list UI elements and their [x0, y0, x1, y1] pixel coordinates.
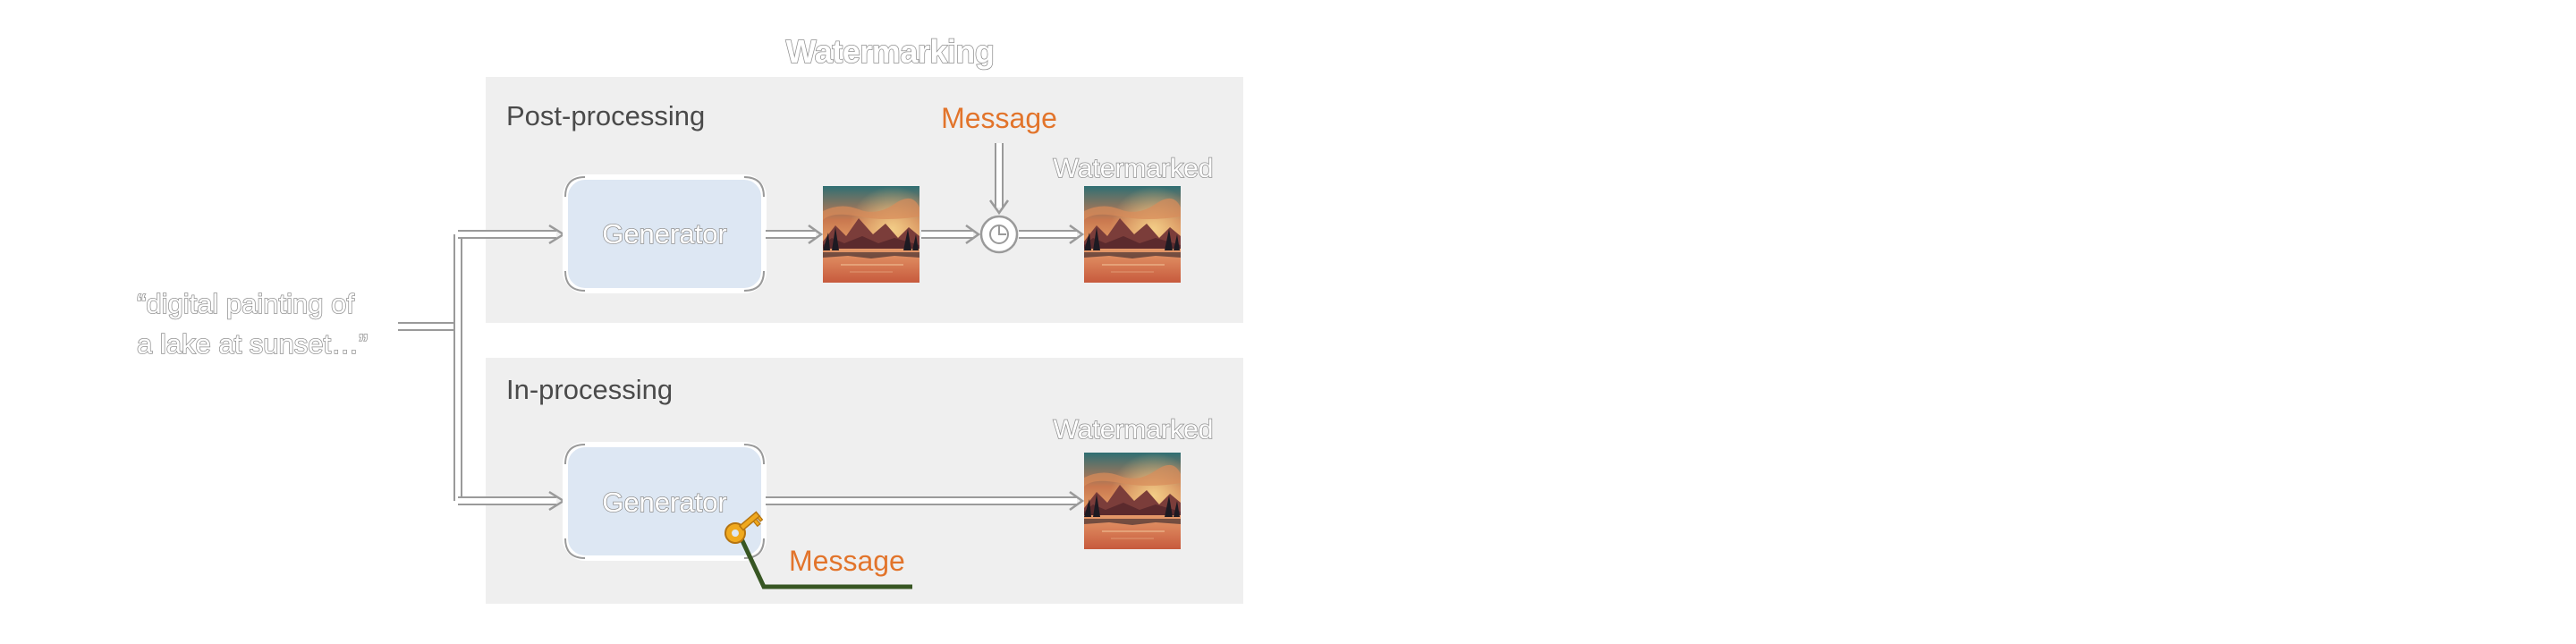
arrow-combiner-to-watermarked: [1019, 224, 1085, 245]
post-generated-image: [823, 186, 919, 283]
key-message-line: [736, 531, 912, 589]
post-message-label: Message: [941, 102, 1057, 134]
arrow-message-to-combiner: [988, 143, 1010, 216]
prompt-line-2: a lake at sunset…”: [137, 328, 368, 360]
diagram-title: Watermarking: [786, 33, 995, 70]
post-processing-label: Post-processing: [506, 100, 705, 131]
in-generator-label: Generator: [602, 487, 727, 518]
post-generator-box: [563, 174, 767, 293]
post-watermarked-label: Watermarked: [1054, 154, 1214, 183]
in-processing-label: In-processing: [506, 374, 673, 405]
in-generator-box: [563, 442, 767, 561]
arrow-image-to-combiner: [921, 224, 981, 245]
post-watermarked-image: [1084, 186, 1181, 283]
prompt-connector: [398, 234, 462, 501]
key-icon: [724, 511, 764, 544]
arrow-in-generator-to-watermarked: [766, 490, 1085, 512]
in-watermarked-label: Watermarked: [1054, 415, 1214, 445]
post-generator-label: Generator: [602, 218, 727, 250]
in-watermarked-image: [1084, 453, 1181, 549]
arrow-post-generator-to-image: [766, 224, 824, 245]
in-message-label: Message: [789, 545, 905, 577]
watermark-combine-icon: [979, 215, 1019, 254]
prompt-line-1: “digital painting of: [137, 288, 354, 319]
